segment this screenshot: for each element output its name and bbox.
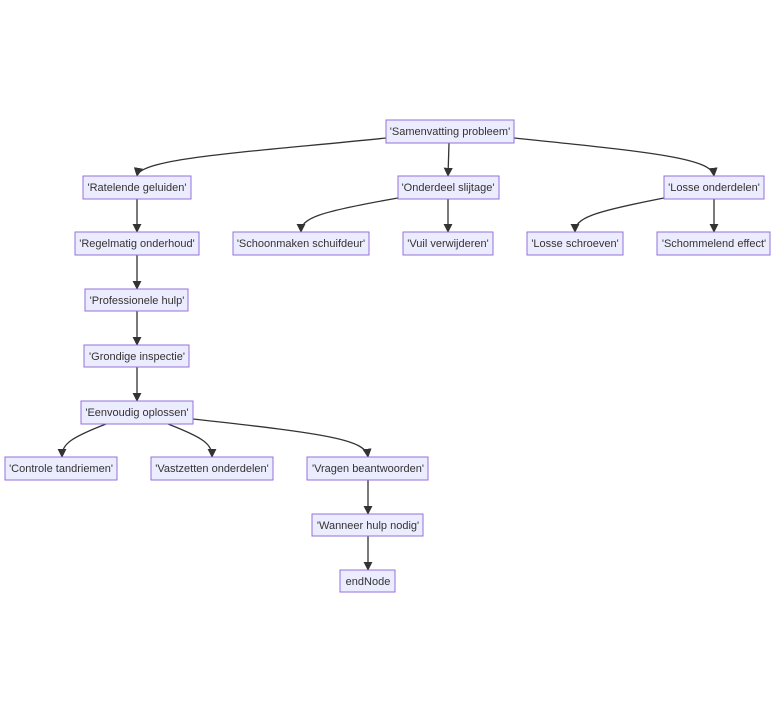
node-regelmatig-onderhoud: 'Regelmatig onderhoud' [74,231,200,256]
edges [57,137,719,571]
node-onderdeel-slijtage: 'Onderdeel slijtage' [397,175,500,200]
node-losse-onderdelen: 'Losse onderdelen' [663,175,765,200]
edge-eenvoudig-controle [57,423,107,458]
node-label: endNode [346,576,391,588]
node-label: 'Wanneer hulp nodig' [317,520,419,532]
node-label: 'Regelmatig onderhoud' [79,238,195,250]
node-label: 'Onderdeel slijtage' [402,182,495,194]
node-controle-tandriemen: 'Controle tandriemen' [4,456,118,481]
node-label: 'Grondige inspectie' [89,351,185,363]
node-endnode: endNode [339,569,396,593]
node-samenvatting-probleem: 'Samenvatting probleem' [385,119,515,144]
node-vastzetten-onderdelen: 'Vastzetten onderdelen' [150,456,274,481]
node-label: 'Eenvoudig oplossen' [85,407,188,419]
node-losse-schroeven: 'Losse schroeven' [526,231,624,256]
node-label: 'Samenvatting probleem' [390,126,510,138]
edge-samenvatting-ratelende [133,137,387,177]
node-label: 'Schommelend effect' [662,238,766,250]
node-label: 'Vuil verwijderen' [407,238,488,250]
node-vragen-beantwoorden: 'Vragen beantwoorden' [306,456,429,481]
edge-onderdeel-schoonmaken [296,197,399,233]
node-professionele-hulp: 'Professionele hulp' [84,288,189,312]
edge-losse-onderdelen-schroeven [570,197,665,233]
node-label: 'Vastzetten onderdelen' [155,463,268,475]
edge-samenvatting-losse-onderdelen [513,137,718,177]
node-label: 'Professionele hulp' [90,295,185,307]
node-wanneer-hulp-nodig: 'Wanneer hulp nodig' [311,513,424,537]
node-label: 'Schoonmaken schuifdeur' [237,238,365,250]
node-schoonmaken-schuifdeur: 'Schoonmaken schuifdeur' [232,231,370,256]
node-label: 'Vragen beantwoorden' [312,463,424,475]
node-grondige-inspectie: 'Grondige inspectie' [83,344,190,368]
node-vuil-verwijderen: 'Vuil verwijderen' [402,231,494,256]
node-schommelend-effect: 'Schommelend effect' [656,231,771,256]
node-eenvoudig-oplossen: 'Eenvoudig oplossen' [80,400,194,425]
node-label: 'Controle tandriemen' [9,463,113,475]
node-ratelende-geluiden: 'Ratelende geluiden' [82,175,192,200]
edge-samenvatting-onderdeel [443,142,453,177]
nodes: 'Samenvatting probleem' 'Ratelende gelui… [4,119,771,593]
node-label: 'Ratelende geluiden' [88,182,187,194]
node-label: 'Losse schroeven' [531,238,618,250]
edge-eenvoudig-vragen [192,418,372,458]
node-label: 'Losse onderdelen' [668,182,760,194]
edge-eenvoudig-vastzetten [167,423,217,458]
